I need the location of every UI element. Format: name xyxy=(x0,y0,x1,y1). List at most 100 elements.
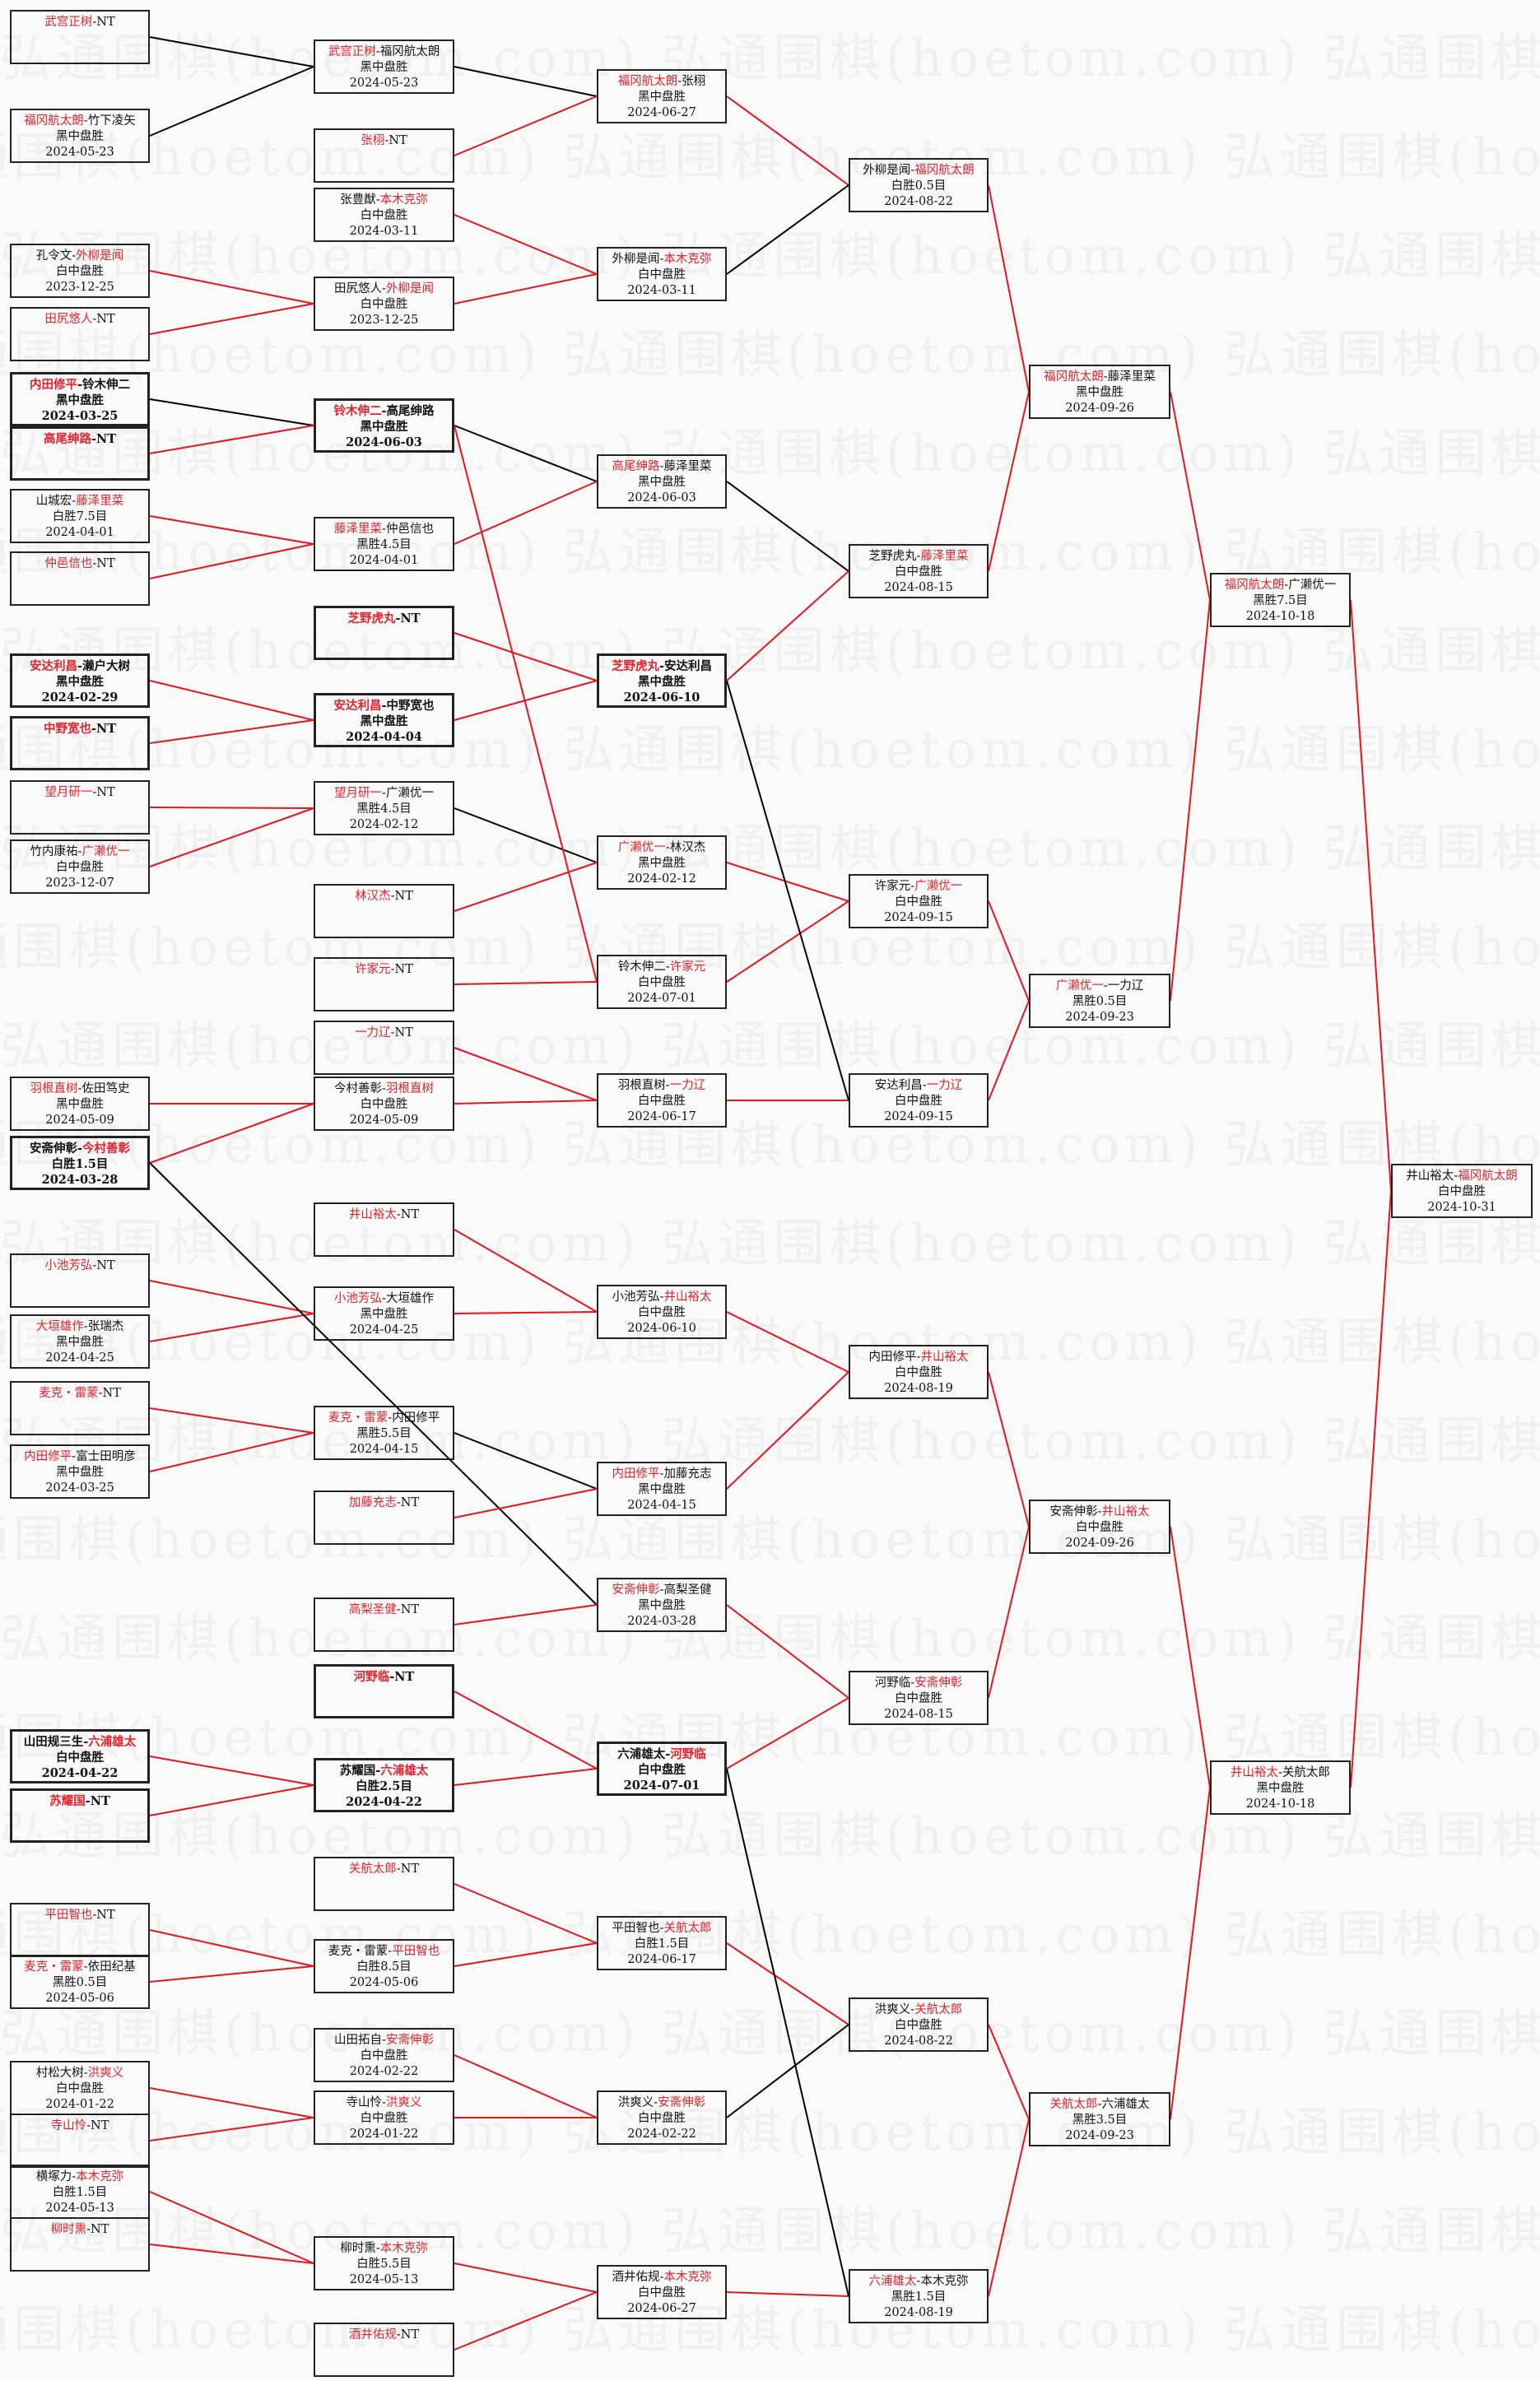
bye-node-round-2[interactable]: 林汉杰-NT xyxy=(314,884,454,938)
bye-node-round-1[interactable]: 平田智也-NT xyxy=(10,1903,150,1957)
match-date: 2024-06-27 xyxy=(627,2302,696,2315)
bye-node-round-2[interactable]: 一力辽-NT xyxy=(314,1021,454,1075)
match-players: 酒井佑规-NT xyxy=(315,2328,453,2343)
bye-node-round-1[interactable]: 柳时熏-NT xyxy=(10,2217,150,2272)
bye-node-round-1[interactable]: 高尾绅路-NT xyxy=(10,426,150,481)
black-player: 河野临 xyxy=(874,1676,911,1690)
match-result: 黑胜0.5目 xyxy=(1072,995,1128,1008)
bye-node-round-1[interactable]: 小池芳弘-NT xyxy=(10,1253,150,1308)
bye-node-round-2[interactable]: 张栩-NT xyxy=(314,128,454,183)
bye-node-round-2[interactable]: 芝野虎丸-NT xyxy=(314,606,454,660)
match-players: 广濑优一-林汉杰 xyxy=(598,840,725,856)
bye-node-round-2[interactable]: 河野临-NT xyxy=(314,1664,454,1718)
black-player: 今村善彰 xyxy=(334,1082,383,1095)
white-player: NT xyxy=(96,557,115,570)
bye-node-round-1[interactable]: 望月研一-NT xyxy=(10,780,150,835)
bye-node-round-2[interactable]: 酒井佑规-NT xyxy=(314,2323,454,2377)
loser-connector xyxy=(149,66,314,137)
bye-node-round-2[interactable]: 加藤充志-NT xyxy=(314,1490,454,1545)
vs-dash: - xyxy=(382,1292,386,1305)
bye-node-round-1[interactable]: 苏耀国-NT xyxy=(10,1788,150,1843)
black-player: 安斋伸彰 xyxy=(29,1142,77,1156)
bye-node-round-2[interactable]: 高梨圣健-NT xyxy=(314,1597,454,1652)
bye-node-round-1[interactable]: 麦克・雷蒙-NT xyxy=(10,1381,150,1435)
loser-connector xyxy=(454,425,598,482)
bye-node-round-1[interactable]: 仲邑信也-NT xyxy=(10,551,150,606)
bye-node-round-2[interactable]: 许家元-NT xyxy=(314,957,454,1011)
bye-node-round-1[interactable]: 寺山怜-NT xyxy=(10,2114,150,2168)
black-player: 柳时熏 xyxy=(340,2242,376,2255)
match-date: 2024-01-22 xyxy=(349,2128,419,2141)
bye-node-round-2[interactable]: 井山裕太-NT xyxy=(314,1202,454,1257)
match-players: 孔令文-外柳是闻 xyxy=(12,249,148,264)
bye-node-round-2[interactable]: 关航太郎-NT xyxy=(314,1857,454,1911)
bye-node-round-1[interactable]: 田尻悠人-NT xyxy=(10,307,150,361)
white-player: 安达利昌 xyxy=(664,659,713,673)
white-player: NT xyxy=(95,722,117,736)
winner-connector xyxy=(149,515,314,545)
bye-node-round-1[interactable]: 武宫正树-NT xyxy=(10,10,150,64)
black-player: 山田拓自 xyxy=(334,2034,383,2047)
bye-node-round-1[interactable]: 中野宽也-NT xyxy=(10,716,150,770)
match-players: 加藤充志-NT xyxy=(315,1495,453,1511)
